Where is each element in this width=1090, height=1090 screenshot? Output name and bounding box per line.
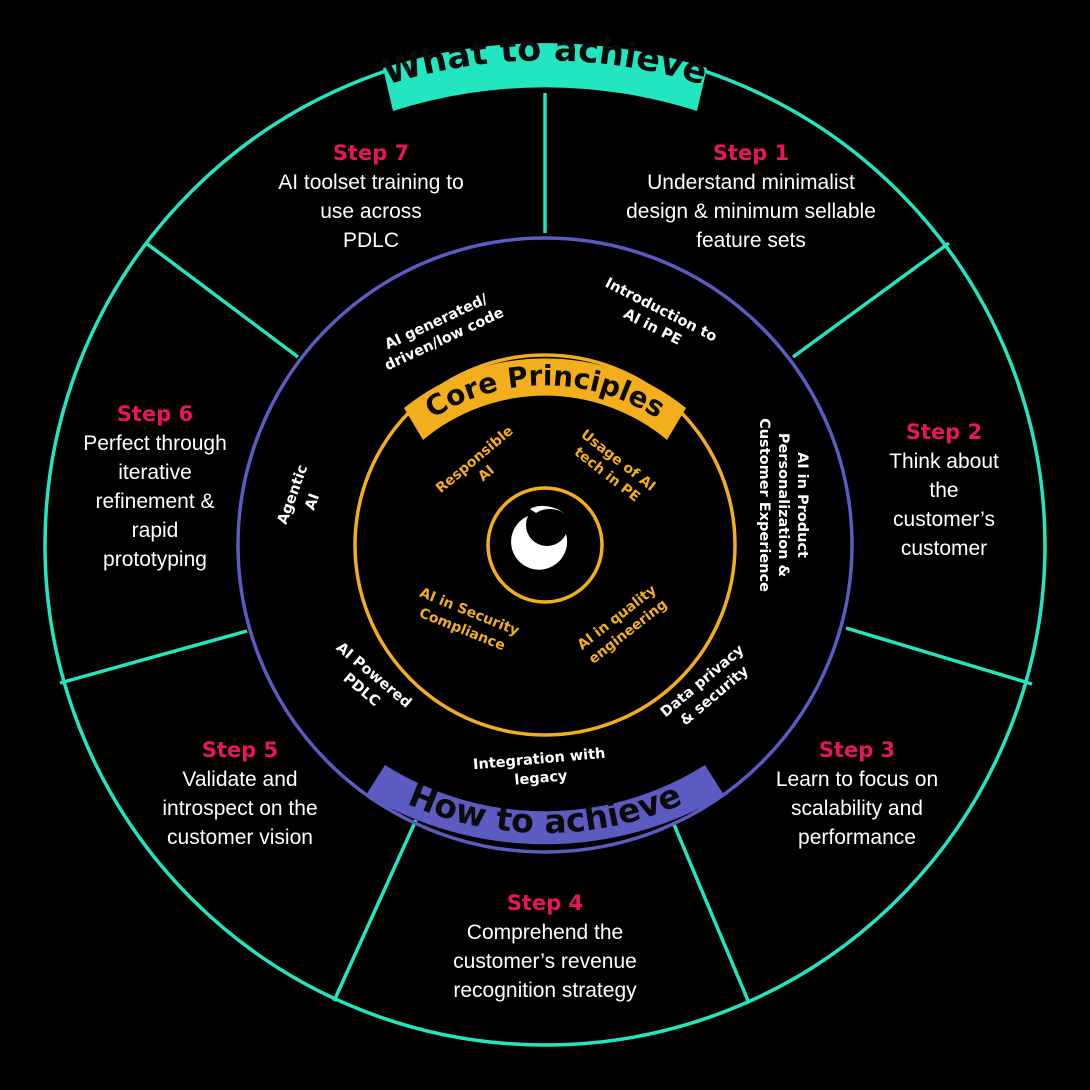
divider-step3-step4 bbox=[671, 821, 751, 1004]
step6-text-line: rapid bbox=[132, 519, 179, 542]
step6-text-line: iterative bbox=[118, 461, 192, 484]
step2-text-line: customer bbox=[901, 537, 987, 560]
step4-text-line: customer’s revenue bbox=[453, 950, 637, 973]
step1-text-line: design & minimum sellable bbox=[626, 200, 876, 223]
step6-text-line: Perfect through bbox=[83, 432, 227, 455]
step6-text-line: refinement & bbox=[95, 490, 214, 513]
segment-step3: Step 3 Learn to focus on scalability and pe… bbox=[776, 738, 938, 849]
divider-step2-step3 bbox=[845, 626, 1033, 686]
what-banner-shape bbox=[383, 43, 707, 111]
center-ring-circle bbox=[486, 486, 604, 604]
step5-text-line: introspect on the bbox=[162, 797, 317, 820]
step7-text-line: PDLC bbox=[343, 229, 399, 252]
step2-text-line: Think about bbox=[889, 450, 999, 473]
steps-layer: Step 7 AI toolset training to use acrossPD… bbox=[83, 141, 999, 1002]
segment-step7: Step 7 AI toolset training to use acrossPD… bbox=[278, 141, 464, 252]
mid-agentic-line: AI bbox=[302, 491, 323, 512]
how-banner-shape bbox=[366, 765, 724, 845]
segment-step2: Step 2 Think about the customer’s customer bbox=[889, 420, 999, 560]
step3-title: Step 3 bbox=[819, 738, 895, 762]
step7-text-line: use across bbox=[320, 200, 422, 223]
step2-title: Step 2 bbox=[906, 420, 982, 444]
segment-step4: Step 4 Comprehend the customer’s revenue re… bbox=[453, 891, 637, 1002]
step3-text-line: Learn to focus on bbox=[776, 768, 938, 791]
step3-text-line: performance bbox=[798, 826, 916, 849]
step4-text-line: Comprehend the bbox=[467, 921, 623, 944]
step5-text-line: Validate and bbox=[182, 768, 297, 791]
step5-title: Step 5 bbox=[202, 738, 278, 762]
step6-title: Step 6 bbox=[117, 402, 193, 426]
step3-text-line: scalability and bbox=[791, 797, 923, 820]
step7-title: Step 7 bbox=[333, 141, 409, 165]
core-ring-circle bbox=[353, 353, 737, 737]
step7-text-line: AI toolset training to bbox=[278, 171, 464, 194]
segment-step5: Step 5 Validate and introspect on the custo… bbox=[162, 738, 317, 849]
step4-title: Step 4 bbox=[507, 891, 583, 915]
mid-ai-product-line: AI in Product bbox=[794, 452, 810, 558]
mid-ai-product-line: Customer Experience bbox=[756, 418, 772, 592]
divider-step5-step6 bbox=[59, 629, 248, 685]
mid-ai-product-line: Personalization & bbox=[775, 433, 791, 578]
segment-step1: Step 1 Understand minimalist design & mini… bbox=[626, 141, 876, 252]
divider-step6-step7 bbox=[144, 241, 300, 359]
step6-text-line: prototyping bbox=[103, 548, 207, 571]
step2-text-line: the bbox=[929, 479, 958, 502]
divider-step1-step2 bbox=[791, 241, 951, 359]
step1-text-line: Understand minimalist bbox=[647, 171, 855, 194]
step1-title: Step 1 bbox=[713, 141, 789, 165]
step2-text-line: customer’s bbox=[893, 508, 995, 531]
center-logo-icon bbox=[511, 505, 568, 570]
middle-ring-circle bbox=[236, 236, 854, 854]
step1-text-line: feature sets bbox=[696, 229, 806, 252]
segment-step6: Step 6 Perfect through iterative refinement… bbox=[83, 402, 227, 571]
core-banner-shape bbox=[404, 358, 686, 440]
divider-step4-step5 bbox=[332, 819, 418, 1002]
mid-integration-line: legacy bbox=[514, 768, 569, 789]
step4-text-line: recognition strategy bbox=[453, 979, 637, 1002]
step5-text-line: customer vision bbox=[167, 826, 313, 849]
core-responsible-line: AI bbox=[475, 462, 498, 485]
